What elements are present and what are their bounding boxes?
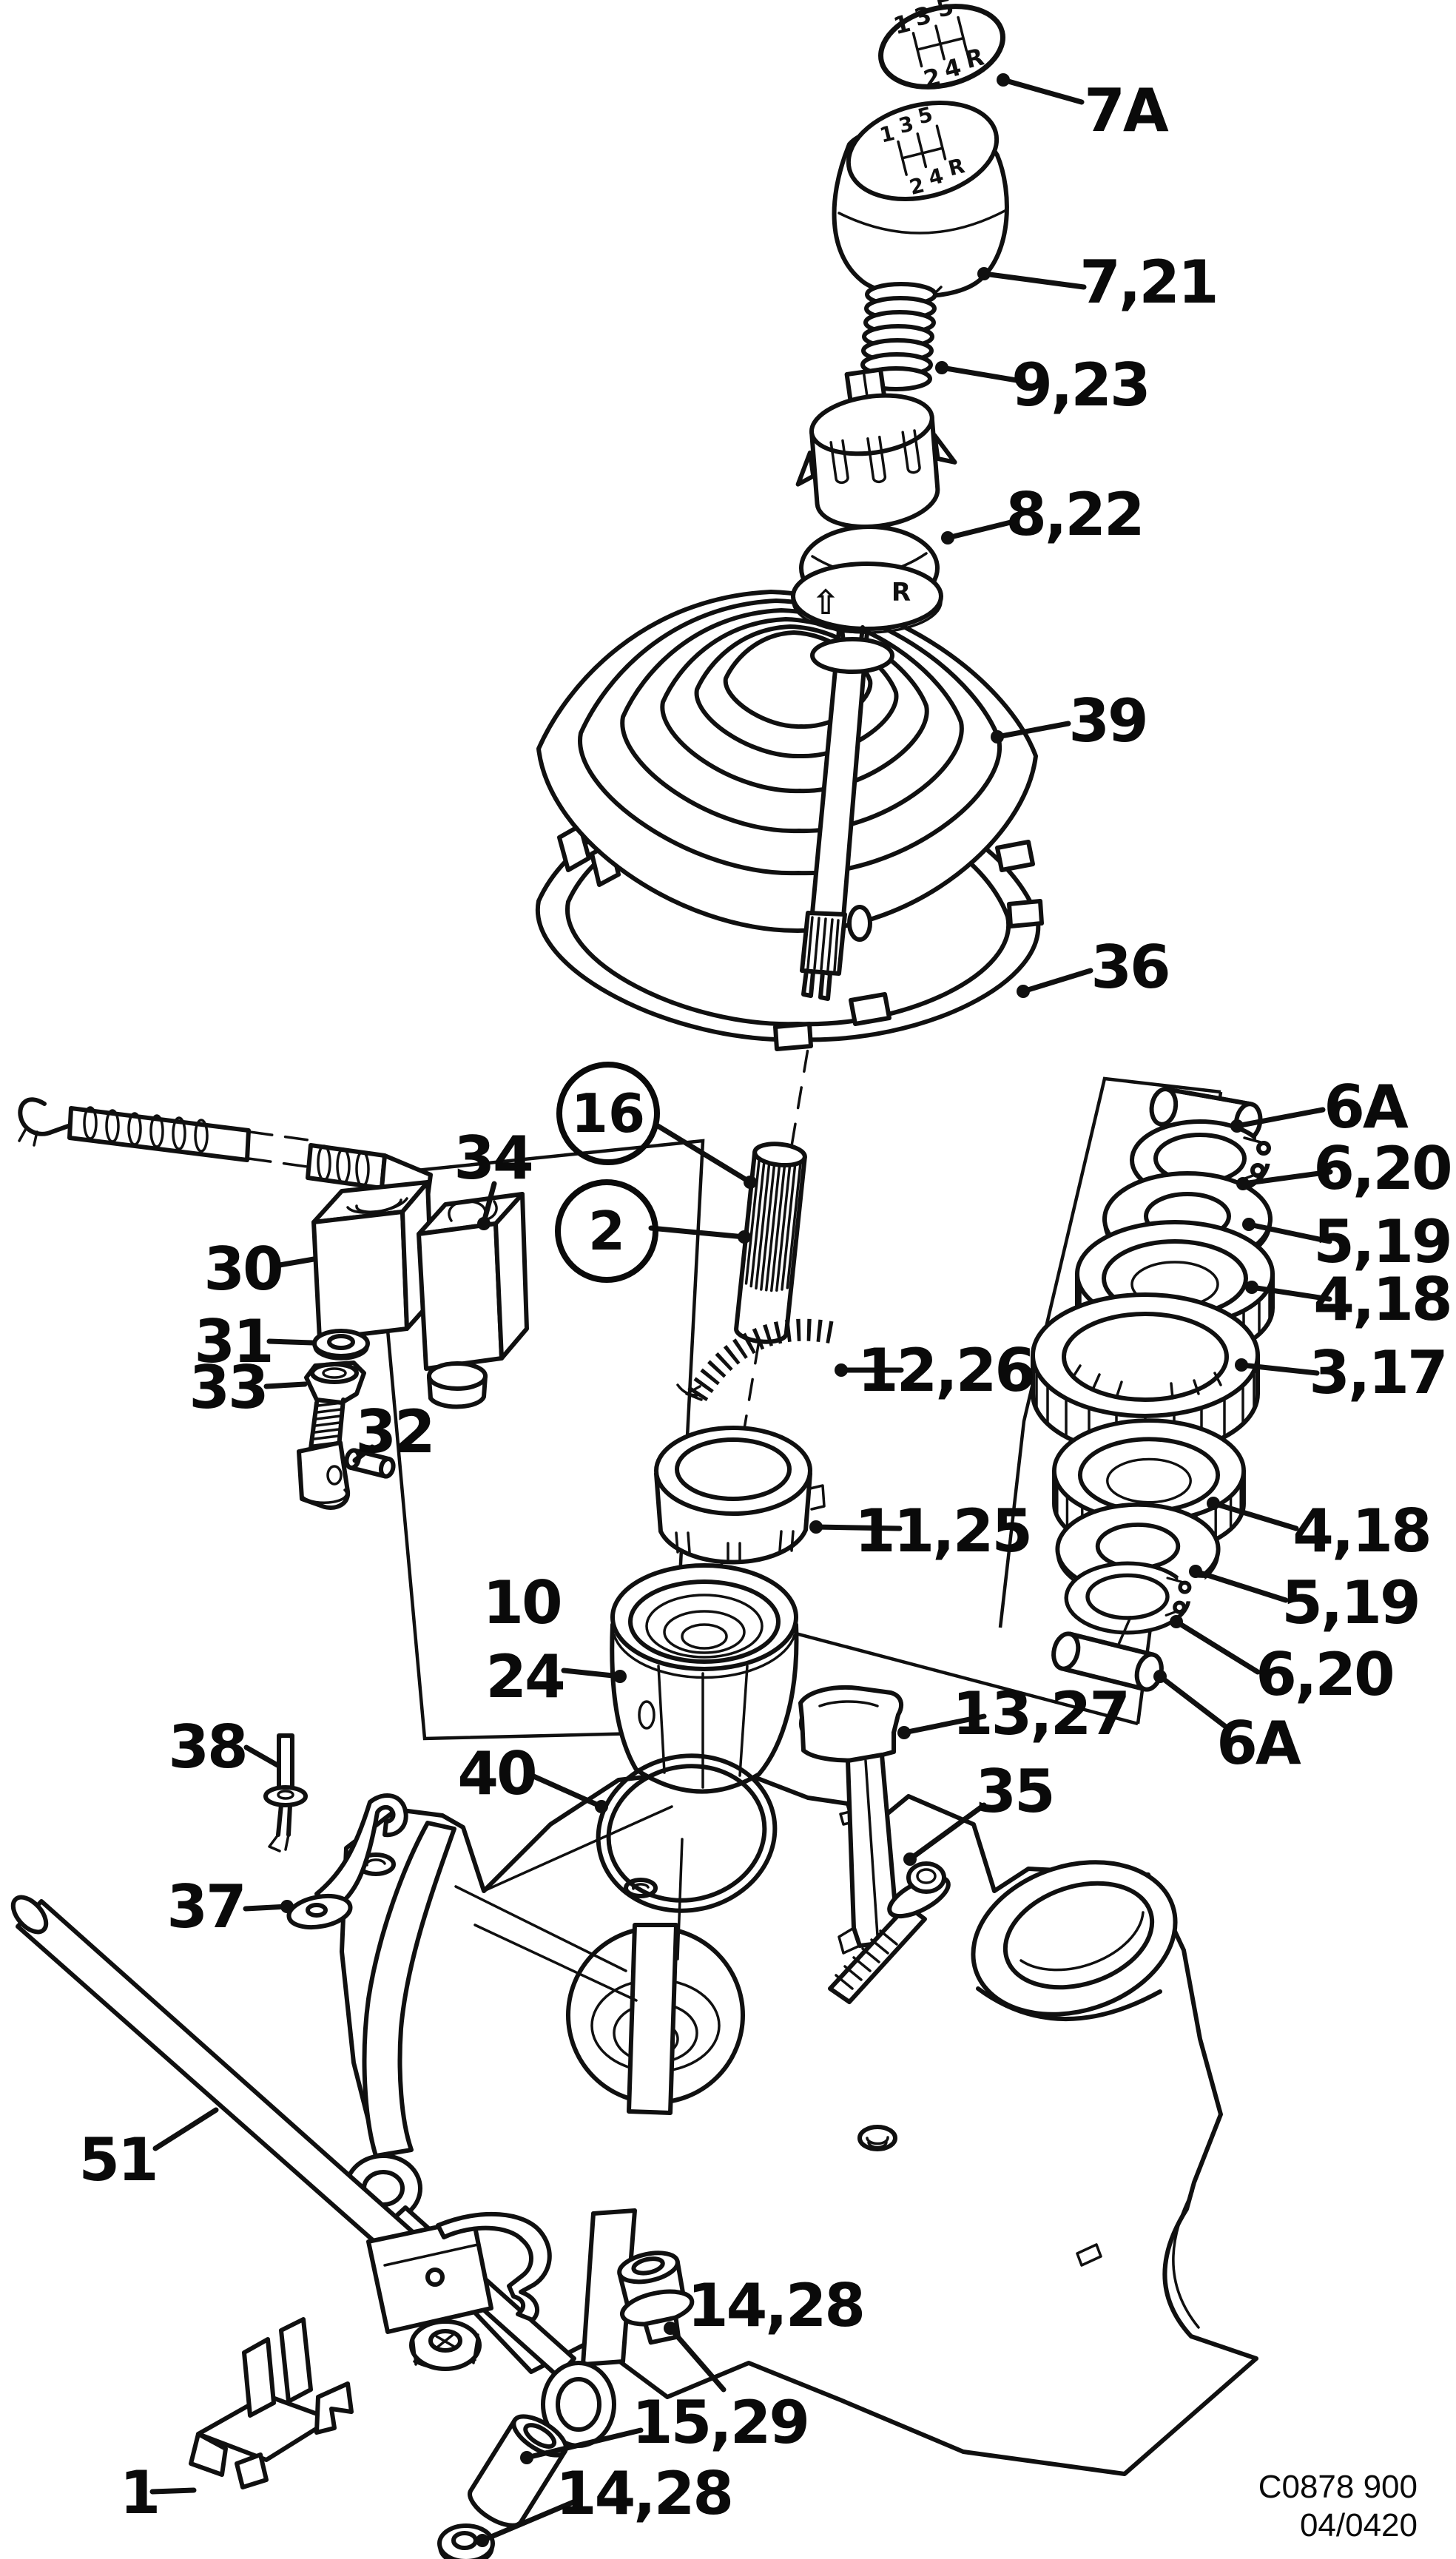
callout-32: 32	[355, 1397, 435, 1466]
callout-40: 40	[457, 1739, 537, 1808]
bolt-35	[828, 1861, 951, 2004]
rod-lock-nut	[409, 2319, 482, 2371]
callout-4-18-top: 4,18	[1313, 1265, 1452, 1334]
callout-10: 10	[482, 1568, 562, 1637]
callout-7A: 7A	[1084, 76, 1169, 145]
callout-5-19-top: 5,19	[1313, 1207, 1452, 1276]
callout-39: 39	[1068, 687, 1148, 755]
callout-11-25: 11,25	[854, 1497, 1033, 1565]
knob-sleeve	[795, 367, 957, 530]
callout-5-19-bottom: 5,19	[1281, 1568, 1420, 1637]
callout-12-26: 12,26	[857, 1336, 1036, 1405]
lever-shaft-in-housing	[627, 1923, 678, 2115]
callout-15-29: 15,29	[631, 2388, 810, 2457]
nut-33	[304, 1361, 366, 1405]
callout-51: 51	[78, 2125, 158, 2194]
callout-24: 24	[485, 1642, 565, 1711]
callout-34: 34	[454, 1124, 533, 1193]
callout-37: 37	[166, 1872, 246, 1941]
callout-4-18-bottom: 4,18	[1292, 1497, 1432, 1565]
drawing-code: C0878 900	[1258, 2469, 1418, 2505]
callout-30: 30	[203, 1235, 283, 1304]
shift-pattern-emblem: 1 3 5 2 4 R	[878, 0, 1005, 94]
cable-block-30	[311, 1180, 434, 1341]
knurled-guide-pin	[734, 1142, 807, 1344]
lock-ring-11-25	[654, 1426, 826, 1565]
callout-2: 2	[555, 1179, 658, 1283]
callout-38: 38	[168, 1713, 248, 1781]
gear-knob: 1 3 5 2 4 R	[832, 100, 1009, 299]
rod-u-clip	[436, 2211, 552, 2322]
collar-r-mark: R	[892, 578, 911, 607]
callout-3-17: 3,17	[1309, 1338, 1448, 1407]
bushing-14-28-upper	[617, 2250, 695, 2345]
callout-35: 35	[975, 1757, 1055, 1826]
callout-13-27: 13,27	[951, 1679, 1130, 1748]
knob-spring	[860, 282, 943, 391]
callout-33: 33	[189, 1353, 269, 1422]
retaining-bracket-1	[189, 2317, 354, 2489]
bearing-stack	[1031, 1088, 1286, 1693]
selector-rod	[10, 1895, 552, 2371]
callout-6A-bottom: 6A	[1216, 1709, 1301, 1778]
bearing-cup-10-24	[610, 1563, 799, 1794]
threaded-stud-32	[297, 1397, 396, 1510]
washer-14-28-lower	[437, 2523, 495, 2559]
drawing-revision: 04/0420	[1299, 2506, 1418, 2543]
callout-6A-top: 6A	[1324, 1073, 1409, 1142]
callout-7-21: 7,21	[1079, 248, 1219, 317]
pivot-pin-38	[263, 1733, 308, 1852]
callout-14-28-lower: 14,28	[555, 2459, 734, 2528]
gear-lever-housing	[340, 1772, 1258, 2476]
drawing-number-block: C0878 900 04/0420	[1033, 2468, 1418, 2545]
callout-6-20-bottom: 6,20	[1256, 1640, 1395, 1709]
callout-16: 16	[556, 1062, 660, 1165]
return-spring-12-26	[676, 1318, 837, 1402]
spring-bracket-37	[286, 1793, 408, 1930]
callout-36: 36	[1091, 933, 1170, 1002]
callout-6-20-top: 6,20	[1313, 1134, 1452, 1203]
o-ring-40	[596, 1753, 778, 1913]
callout-9-23: 9,23	[1011, 351, 1150, 419]
leader-lines	[149, 73, 1333, 2547]
lever-collar: ⇧ R	[791, 525, 943, 674]
callout-8-22: 8,22	[1005, 480, 1145, 549]
callout-14-28-upper: 14,28	[687, 2271, 866, 2340]
callout-1: 1	[119, 2458, 161, 2527]
retaining-clip-13-27	[798, 1685, 904, 1955]
collar-arrow-mark: ⇧	[812, 582, 840, 622]
callout-31: 31	[194, 1307, 274, 1376]
cable-block-34	[417, 1192, 529, 1409]
